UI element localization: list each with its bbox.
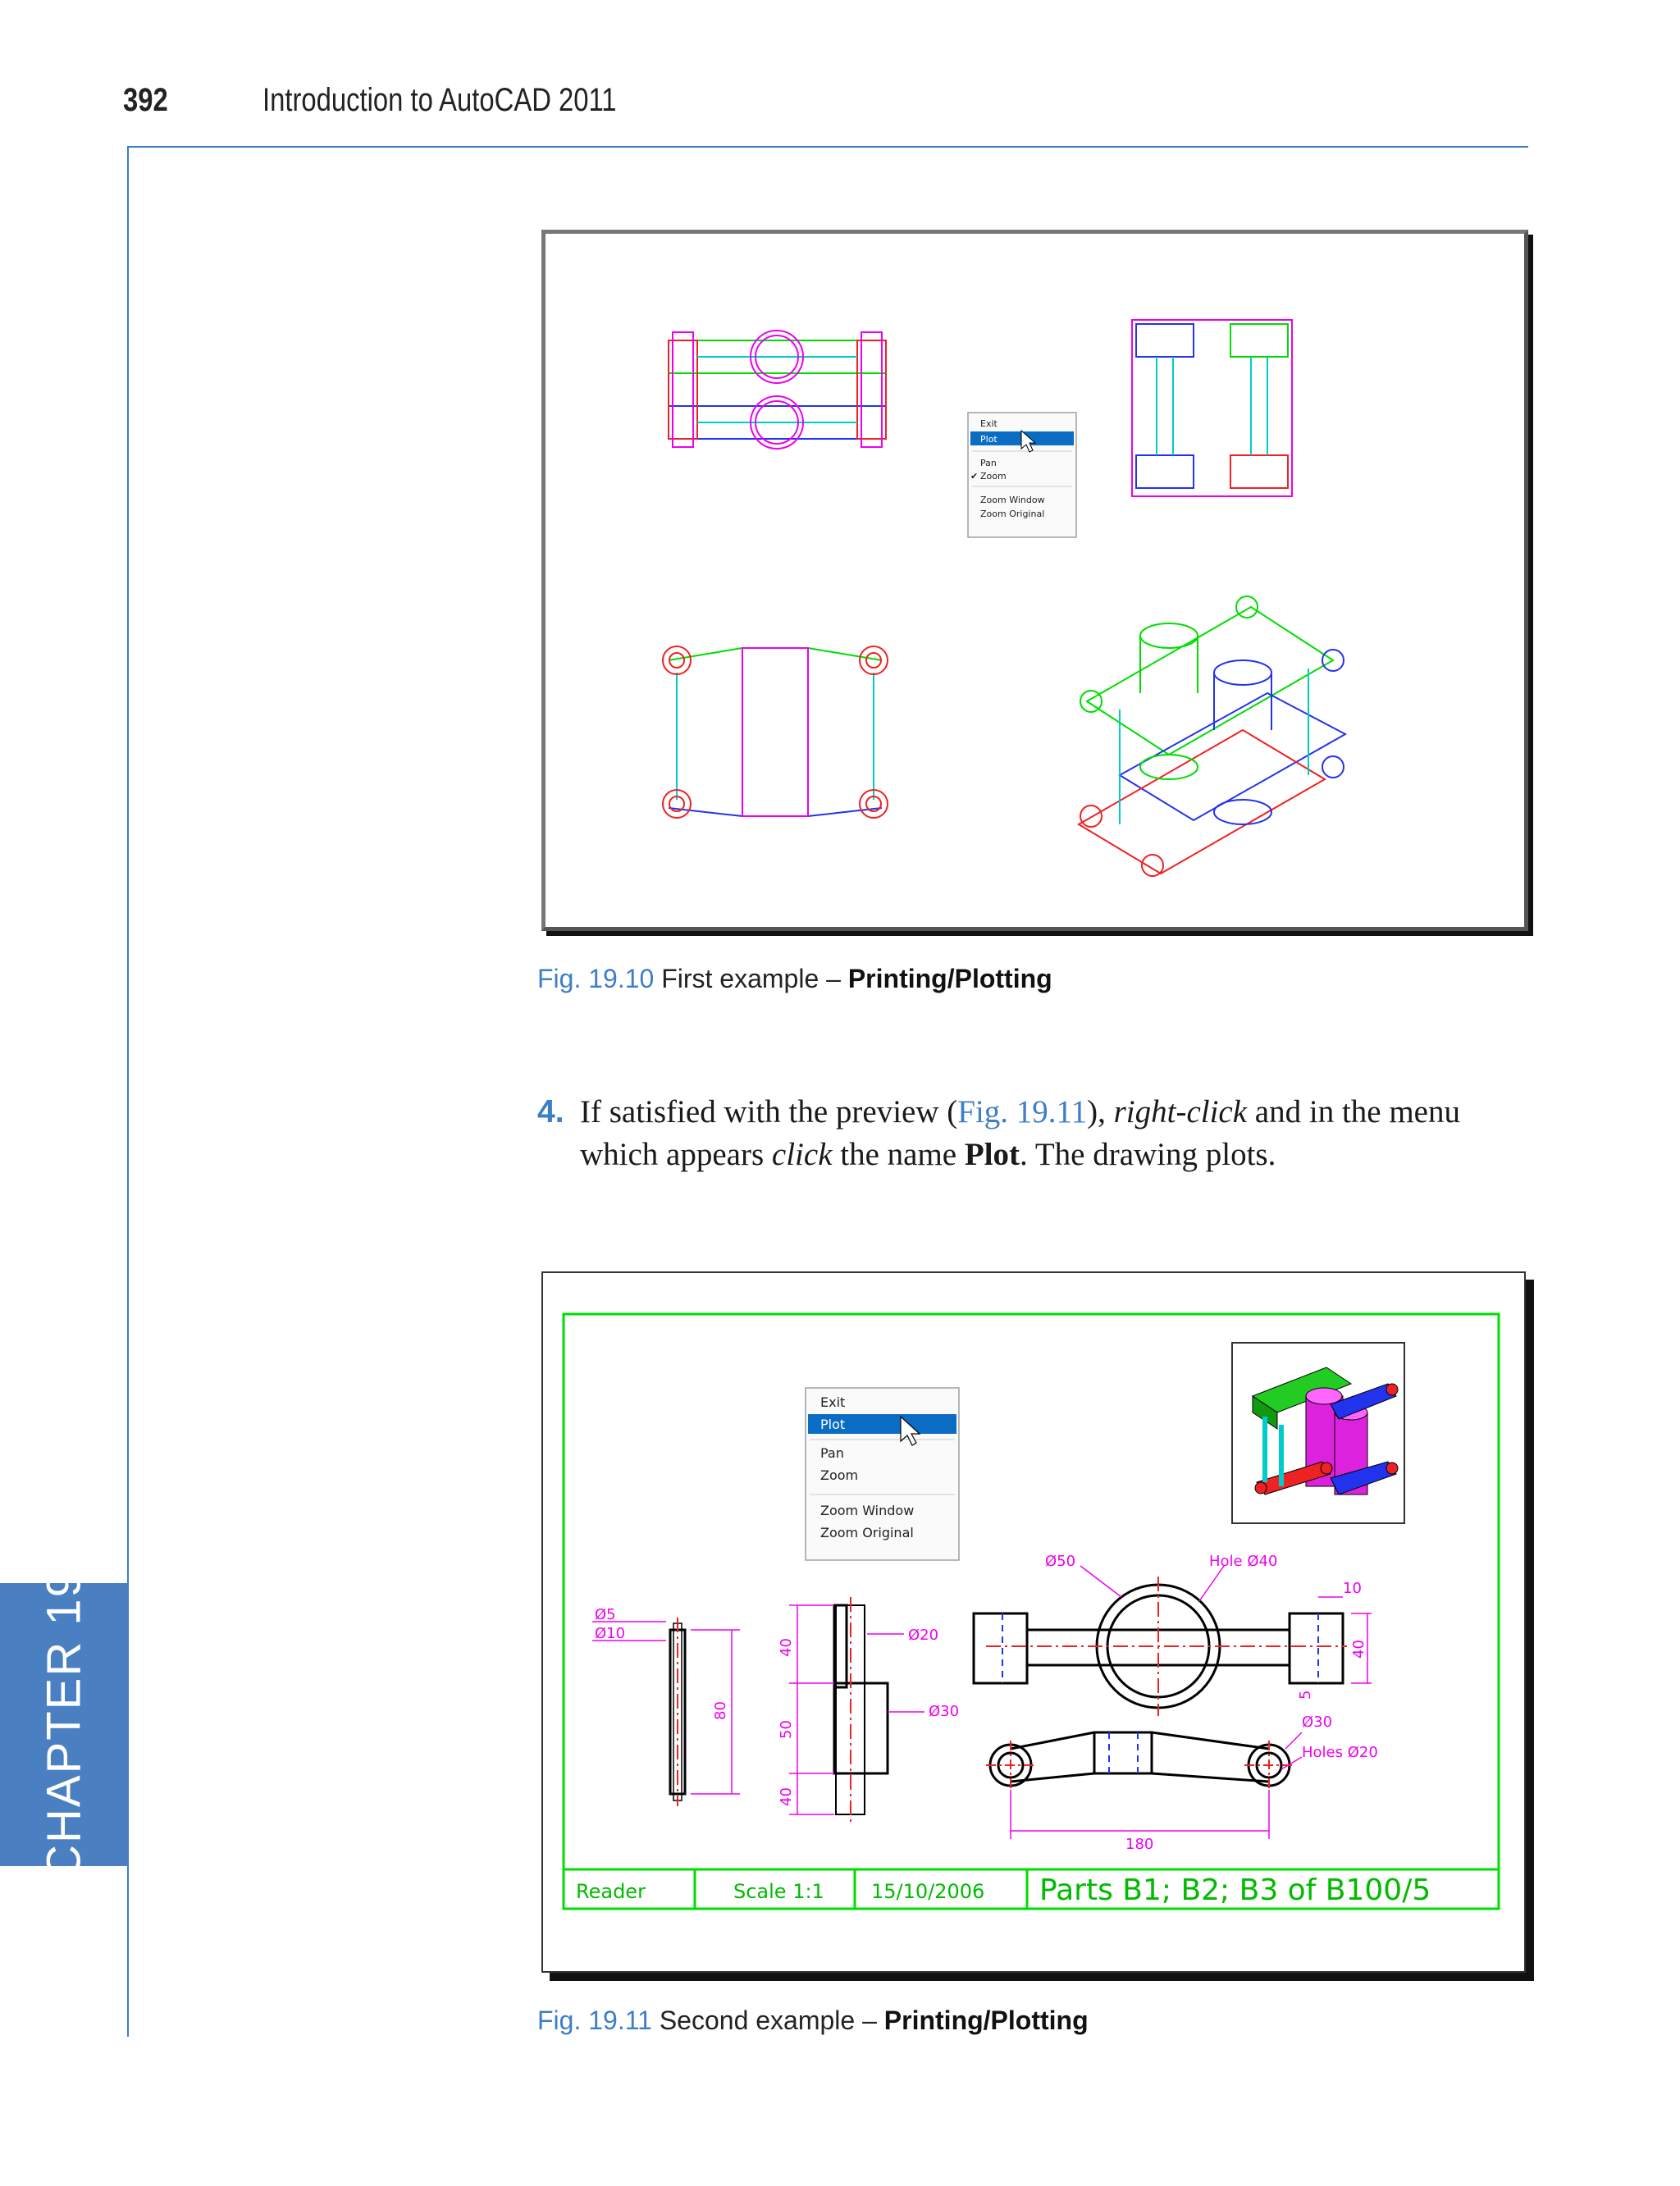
dim-d50: Ø50 [1045, 1553, 1075, 1570]
dim-hole40: Hole Ø40 [1209, 1553, 1277, 1570]
figure-19-11-plot-preview: Reader Scale 1:1 15/10/2006 Parts B1; B2… [541, 1271, 1526, 1973]
caption-bold: Printing/Plotting [847, 964, 1052, 993]
plot-preview-drawing: Exit Plot Pan ✔ Zoom Zoom Window Zoom Or… [662, 319, 1348, 877]
step-text: ), [1087, 1094, 1114, 1130]
step-bold: Plot [964, 1137, 1020, 1172]
step-italic: click [771, 1137, 833, 1172]
dim-len180: 180 [1125, 1836, 1153, 1853]
menu-item-exit[interactable]: Exit [820, 1394, 845, 1410]
dim-h40: 40 [1350, 1640, 1367, 1659]
dim-d20: Ø20 [908, 1627, 938, 1644]
dim-len80: 80 [712, 1701, 729, 1720]
running-title: Introduction to AutoCAD 2011 [262, 82, 617, 118]
link-front-view [986, 1731, 1303, 1839]
menu-item-plot[interactable]: Plot [980, 434, 998, 445]
figure-reference-link[interactable]: Fig. 19.11 [957, 1094, 1088, 1130]
top-left-view [668, 330, 887, 450]
menu-item-exit[interactable]: Exit [980, 418, 998, 429]
dim-w10: 10 [1343, 1580, 1362, 1597]
figure-19-10-caption: Fig. 19.10 First example – Printing/Plot… [537, 964, 1052, 994]
step-italic: right-click [1113, 1094, 1248, 1130]
margin-rule [127, 146, 129, 2037]
menu-item-zoom-window[interactable]: Zoom Window [820, 1503, 914, 1518]
cursor-icon [900, 1415, 921, 1446]
menu-item-pan[interactable]: Pan [980, 458, 997, 468]
dim-len50: 50 [778, 1720, 795, 1739]
caption-text: First example – [661, 964, 841, 993]
context-menu: Exit Plot Pan ✔ Zoom Zoom Window Zoom Or… [967, 412, 1077, 538]
dim-len40b: 40 [778, 1787, 795, 1806]
figure-19-11-caption: Fig. 19.11 Second example – Printing/Plo… [537, 2006, 1089, 2036]
bottom-left-view [662, 646, 888, 819]
menu-item-plot[interactable]: Plot [820, 1417, 845, 1432]
shaft-view [789, 1597, 924, 1823]
menu-item-zoom[interactable]: Zoom [820, 1467, 858, 1483]
title-block-name: Reader [576, 1880, 646, 1903]
title-block-date: 15/10/2006 [871, 1880, 984, 1903]
dim-holes20: Holes Ø20 [1302, 1744, 1378, 1761]
step-text: and in the menu which appears [580, 1094, 1460, 1172]
step-4-paragraph: 4. If satisfied with the preview (Fig. 1… [537, 1091, 1530, 1176]
chapter-tab: CHAPTER 19 [0, 1569, 128, 1879]
menu-highlight [808, 1414, 956, 1434]
menu-item-zoom-original[interactable]: Zoom Original [980, 509, 1044, 519]
menu-item-zoom-window[interactable]: Zoom Window [980, 495, 1045, 505]
dim-d30: Ø30 [929, 1703, 959, 1720]
pin-view [592, 1618, 740, 1806]
title-block: Reader Scale 1:1 15/10/2006 Parts B1; B2… [564, 1868, 1499, 1909]
caption-number: Fig. 19.10 [537, 964, 655, 993]
menu-item-pan[interactable]: Pan [820, 1445, 844, 1461]
title-block-parts: Parts B1; B2; B3 of B100/5 [1039, 1873, 1431, 1907]
menu-item-zoom[interactable]: Zoom [980, 471, 1007, 481]
caption-bold: Printing/Plotting [883, 2006, 1089, 2035]
context-menu: Exit Plot Pan Zoom Zoom Window Zoom Orig… [805, 1387, 960, 1561]
menu-item-zoom-original[interactable]: Zoom Original [820, 1525, 914, 1540]
dim-d30b: Ø30 [1302, 1714, 1332, 1731]
top-right-view [1131, 319, 1293, 497]
dim-d10: Ø10 [595, 1625, 625, 1642]
3d-render-thumbnail [1231, 1342, 1405, 1524]
engineering-drawing: Reader Scale 1:1 15/10/2006 Parts B1; B2… [562, 1312, 1500, 1910]
chapter-tab-label: CHAPTER 19 [37, 1569, 91, 1879]
caption-text: Second example – [659, 2006, 877, 2035]
dim-w5: 5 [1297, 1691, 1314, 1700]
title-block-scale: Scale 1:1 [733, 1880, 824, 1903]
step-body: If satisfied with the preview (Fig. 19.1… [580, 1091, 1530, 1176]
dim-d5: Ø5 [595, 1606, 616, 1623]
link-plan-view [972, 1565, 1372, 1716]
caption-number: Fig. 19.11 [537, 2006, 652, 2035]
isometric-view [1077, 596, 1348, 877]
figure-19-10-plot-preview: Exit Plot Pan ✔ Zoom Zoom Window Zoom Or… [541, 230, 1528, 931]
step-text: If satisfied with the preview ( [580, 1094, 958, 1130]
step-text: . The drawing plots. [1020, 1137, 1276, 1172]
step-number: 4. [537, 1094, 564, 1130]
header-rule [127, 146, 1528, 148]
step-text: the name [832, 1137, 965, 1172]
page-number: 392 [123, 82, 168, 118]
dim-len40a: 40 [778, 1638, 795, 1657]
cursor-icon [1020, 429, 1037, 453]
check-icon: ✔ [970, 471, 978, 481]
drawing-border [562, 1312, 1500, 1910]
